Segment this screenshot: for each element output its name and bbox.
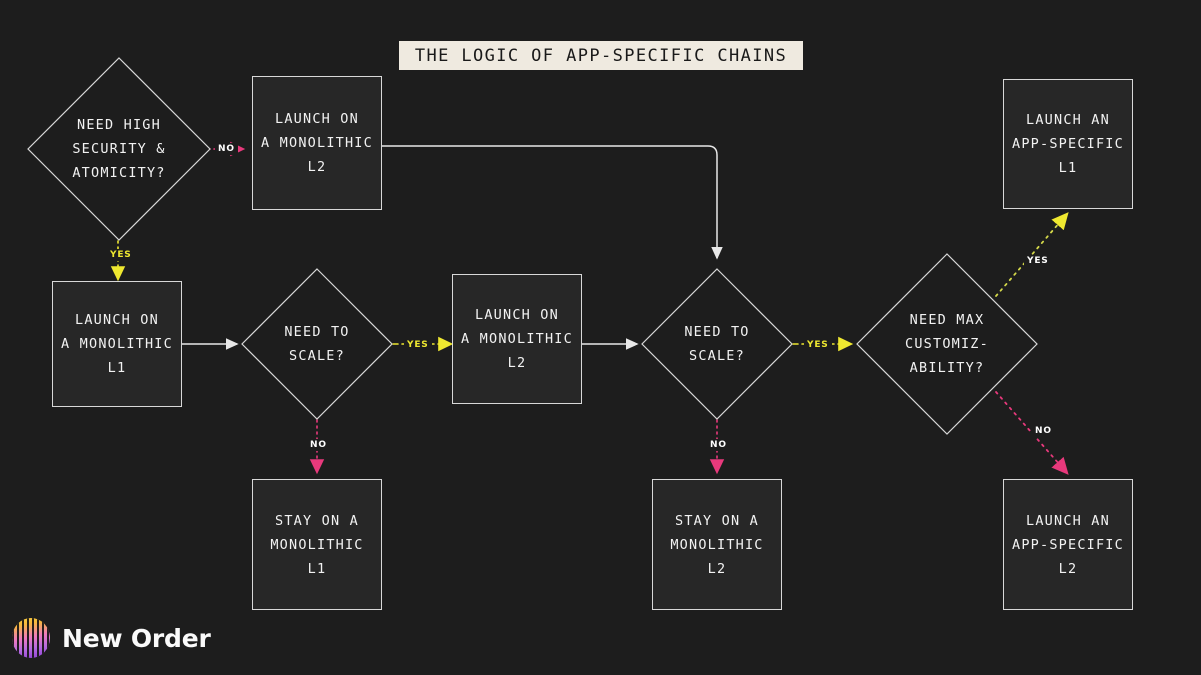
edge-label-scale1-no: NO xyxy=(307,439,330,451)
diamond-shape xyxy=(241,268,393,420)
page-title: THE LOGIC OF APP-SPECIFIC CHAINS xyxy=(399,41,803,70)
diamond-shape xyxy=(856,253,1038,435)
decision-need-high-security[interactable]: NEED HIGH SECURITY & ATOMICITY? xyxy=(26,56,212,242)
node-launch-monolithic-l2-mid[interactable]: LAUNCH ON A MONOLITHIC L2 xyxy=(452,274,582,404)
node-launch-app-specific-l2[interactable]: LAUNCH AN APP-SPECIFIC L2 xyxy=(1003,479,1133,610)
diamond-shape xyxy=(27,57,211,241)
new-order-mark-icon xyxy=(12,618,50,658)
diamond-shape xyxy=(641,268,793,420)
edge-label-security-no: NO xyxy=(215,143,238,155)
brand-logo: New Order xyxy=(12,618,211,658)
edge-label-custom-no: NO xyxy=(1032,425,1055,437)
decision-label: NEED MAX CUSTOMIZ- ABILITY? xyxy=(905,312,989,376)
node-launch-app-specific-l1[interactable]: LAUNCH AN APP-SPECIFIC L1 xyxy=(1003,79,1133,209)
node-stay-monolithic-l2[interactable]: STAY ON A MONOLITHIC L2 xyxy=(652,479,782,610)
decision-label: NEED TO SCALE? xyxy=(284,324,350,364)
edge-label-scale2-no: NO xyxy=(707,439,730,451)
decision-need-to-scale-1[interactable]: NEED TO SCALE? xyxy=(240,267,394,421)
edge-label-security-yes: YES xyxy=(107,249,135,261)
decision-label: NEED HIGH SECURITY & ATOMICITY? xyxy=(72,117,166,181)
edge-label-scale1-yes: YES xyxy=(404,339,432,351)
decision-need-to-scale-2[interactable]: NEED TO SCALE? xyxy=(640,267,794,421)
edge-label-custom-yes: YES xyxy=(1024,255,1052,267)
edge-topl2-to-scale2 xyxy=(381,145,723,260)
decision-need-max-customizability[interactable]: NEED MAX CUSTOMIZ- ABILITY? xyxy=(855,252,1039,436)
node-launch-monolithic-l2-top[interactable]: LAUNCH ON A MONOLITHIC L2 xyxy=(252,76,382,210)
edge-label-scale2-yes: YES xyxy=(804,339,832,351)
node-stay-monolithic-l1[interactable]: STAY ON A MONOLITHIC L1 xyxy=(252,479,382,610)
decision-label: NEED TO SCALE? xyxy=(684,324,750,364)
node-launch-monolithic-l1[interactable]: LAUNCH ON A MONOLITHIC L1 xyxy=(52,281,182,407)
brand-name: New Order xyxy=(62,623,211,653)
